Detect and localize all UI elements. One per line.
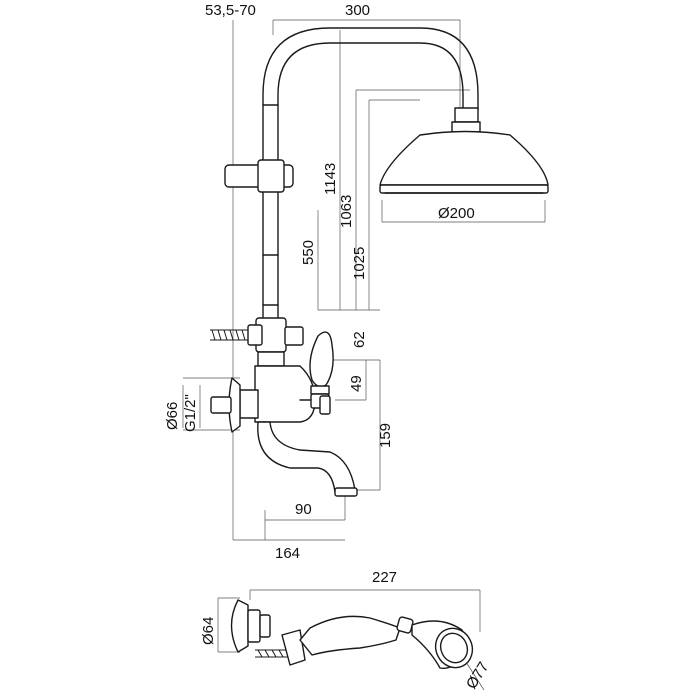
dim-head-height: 1063 [338,195,355,228]
dim-spout-reach-inner: 90 [295,501,312,518]
shower-head [379,107,549,194]
mixer-body [210,317,334,433]
dim-rail-height: 550 [300,240,317,265]
dim-mixer-to-rail: 62 [351,331,368,348]
hand-shower [230,599,474,670]
dim-spout-reach-total: 164 [275,545,300,562]
dim-wall-offset: 53,5-70 [205,2,256,19]
dim-hose-nut-diameter: Ø64 [200,617,217,645]
dim-spout-height: 159 [377,423,394,448]
dim-arm-reach: 300 [345,2,370,19]
dim-head-diameter: Ø200 [438,205,475,222]
bath-spout [257,421,358,497]
shower-column [262,27,479,321]
hose-connector [210,324,263,346]
dimension-lines [182,19,546,691]
slider-bracket [224,159,294,193]
dim-hand-shower-length: 227 [372,569,397,586]
dim-rosette-diameter: Ø66 [164,402,181,430]
dim-head-bottom-height: 1025 [351,247,368,280]
dimension-labels: 53,5-70 300 1143 1063 1025 550 62 49 159… [164,2,492,692]
dim-connection-thread: G1/2" [182,394,199,432]
dim-mixer-height: 49 [348,375,365,392]
dim-total-height: 1143 [322,163,339,195]
